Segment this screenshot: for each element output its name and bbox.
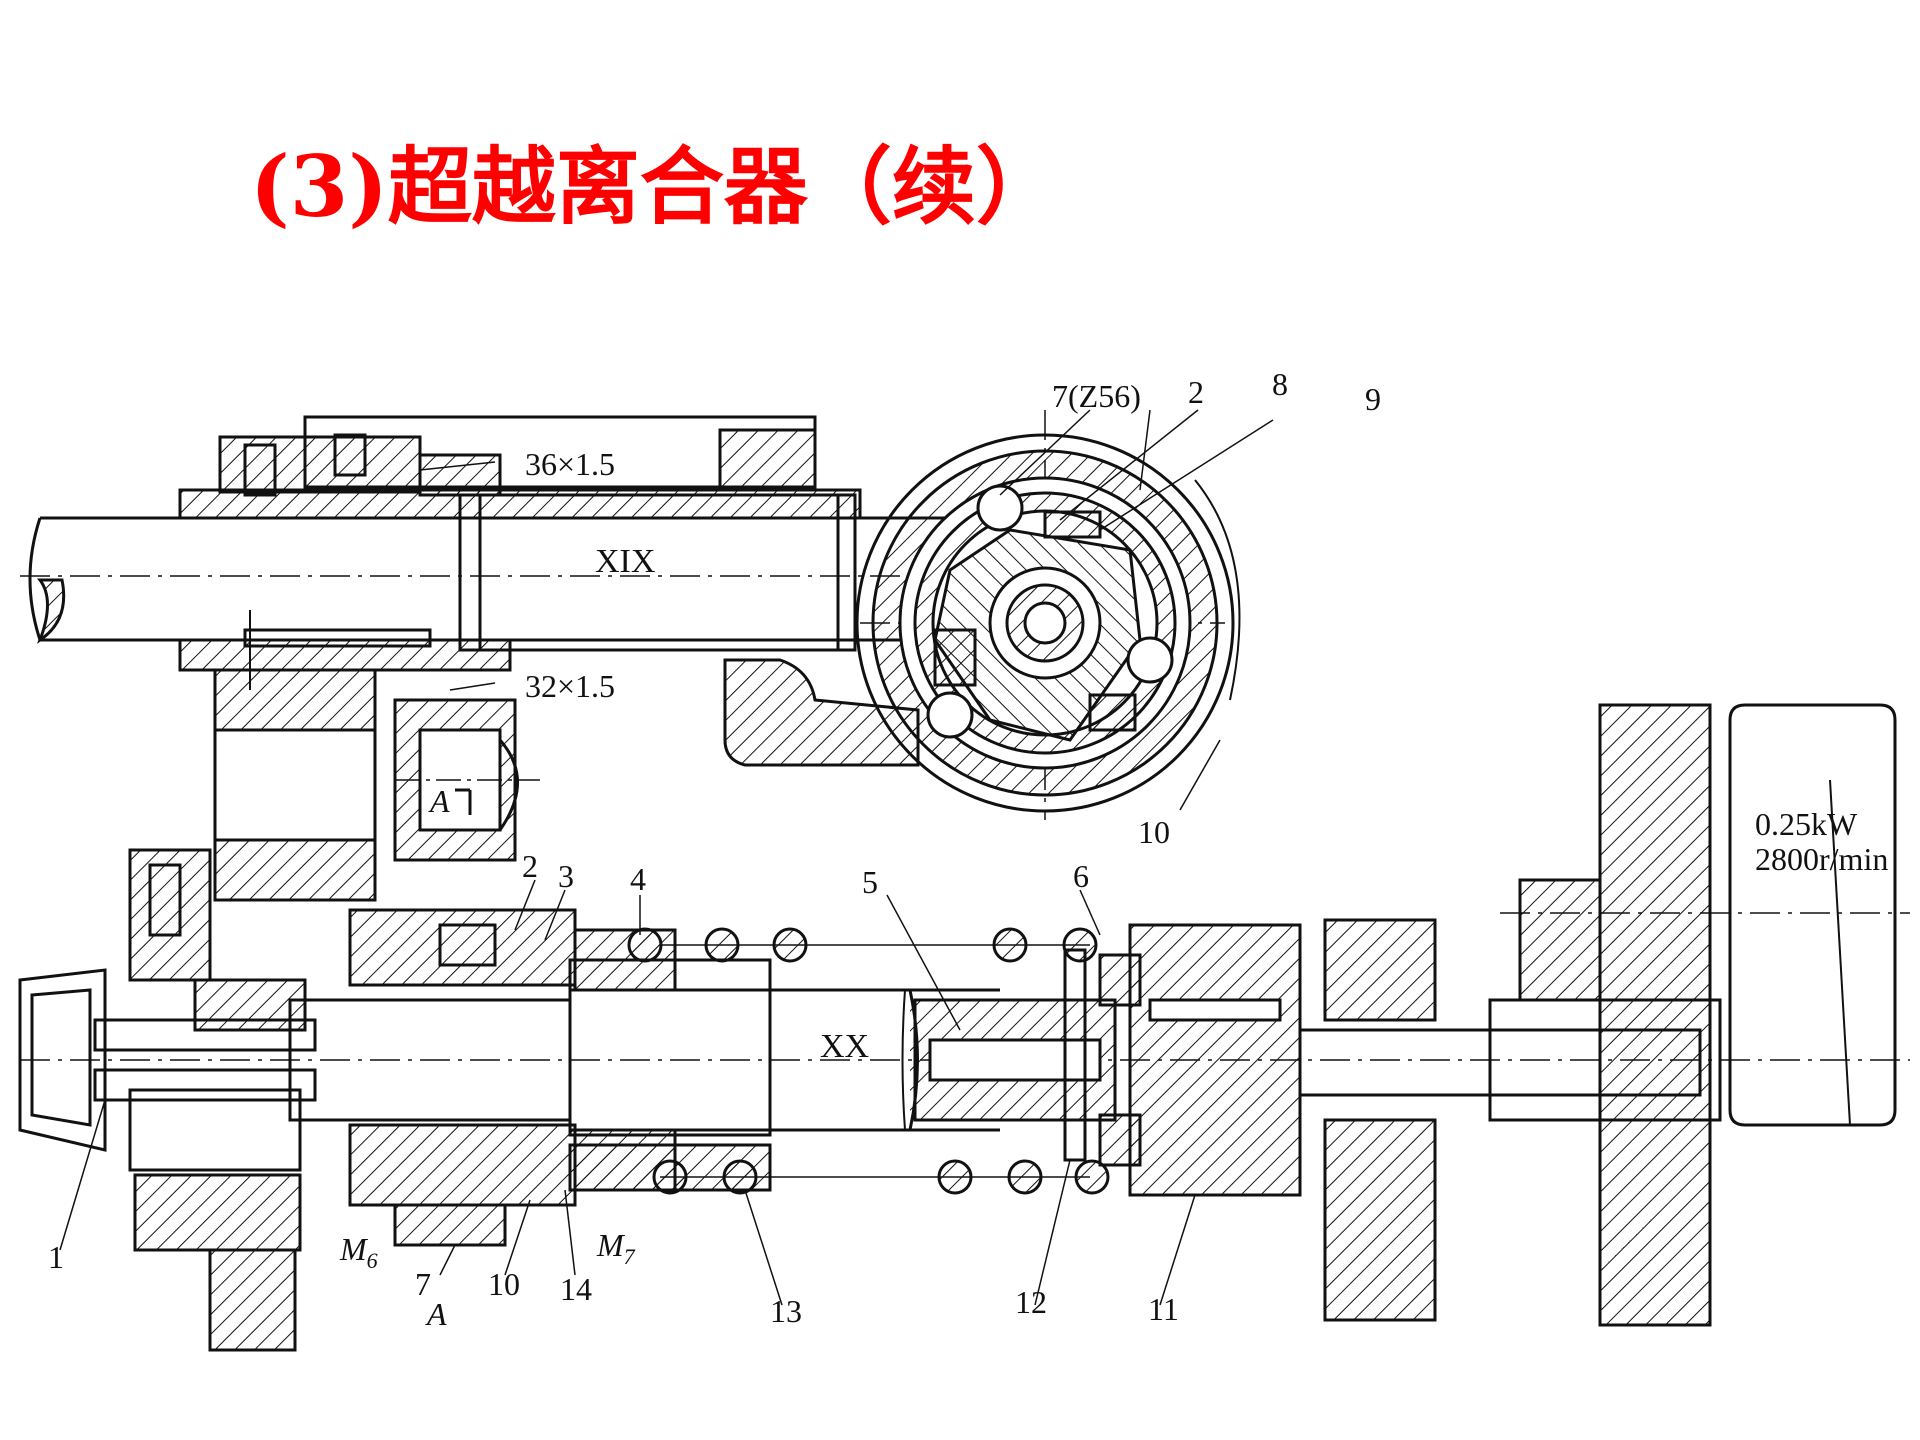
section-mark-upper: A <box>428 783 450 819</box>
part-number-14: 14 <box>560 1271 592 1307</box>
part-number-10: 10 <box>488 1266 520 1302</box>
section-label-gear: 7(Z56) <box>1052 378 1141 414</box>
thread-label-lower: 32×1.5 <box>525 668 615 704</box>
leader-lines <box>59 409 1274 1306</box>
part-number-7: 7 <box>415 1266 431 1302</box>
part-number-2: 2 <box>522 848 538 884</box>
section-label-spring: 9 <box>1365 381 1381 417</box>
part-number-5: 5 <box>862 864 878 900</box>
clutch-label-m7: M7 <box>596 1227 636 1269</box>
spring-coils <box>627 927 1110 1195</box>
thread-label-upper: 36×1.5 <box>525 446 615 482</box>
motor-power-label: 0.25kW <box>1755 806 1858 842</box>
section-label-star-wheel: 10 <box>1138 814 1170 850</box>
part-number-1: 1 <box>48 1239 64 1275</box>
part-number-6: 6 <box>1073 858 1089 894</box>
section-mark-lower: A <box>425 1296 447 1332</box>
slide-title: (3)超越离合器（续） <box>250 137 1060 236</box>
clutch-label-m6: M6 <box>339 1231 378 1273</box>
upper-shaft-assembly <box>20 415 1025 902</box>
shaft-label-xix: XIX <box>595 543 655 580</box>
shaft-label-xx: XX <box>820 1028 869 1065</box>
part-number-12: 12 <box>1015 1284 1047 1320</box>
cross-section-view <box>855 410 1241 820</box>
lower-shaft-assembly <box>18 703 1910 1352</box>
part-number-3: 3 <box>558 858 574 894</box>
part-number-4: 4 <box>630 861 646 897</box>
section-label-roller: 2 <box>1188 374 1204 410</box>
part-number-11: 11 <box>1148 1291 1179 1327</box>
part-number-13: 13 <box>770 1293 802 1329</box>
motor-speed-label: 2800r/min <box>1755 841 1888 877</box>
section-label-pin: 8 <box>1272 366 1288 402</box>
